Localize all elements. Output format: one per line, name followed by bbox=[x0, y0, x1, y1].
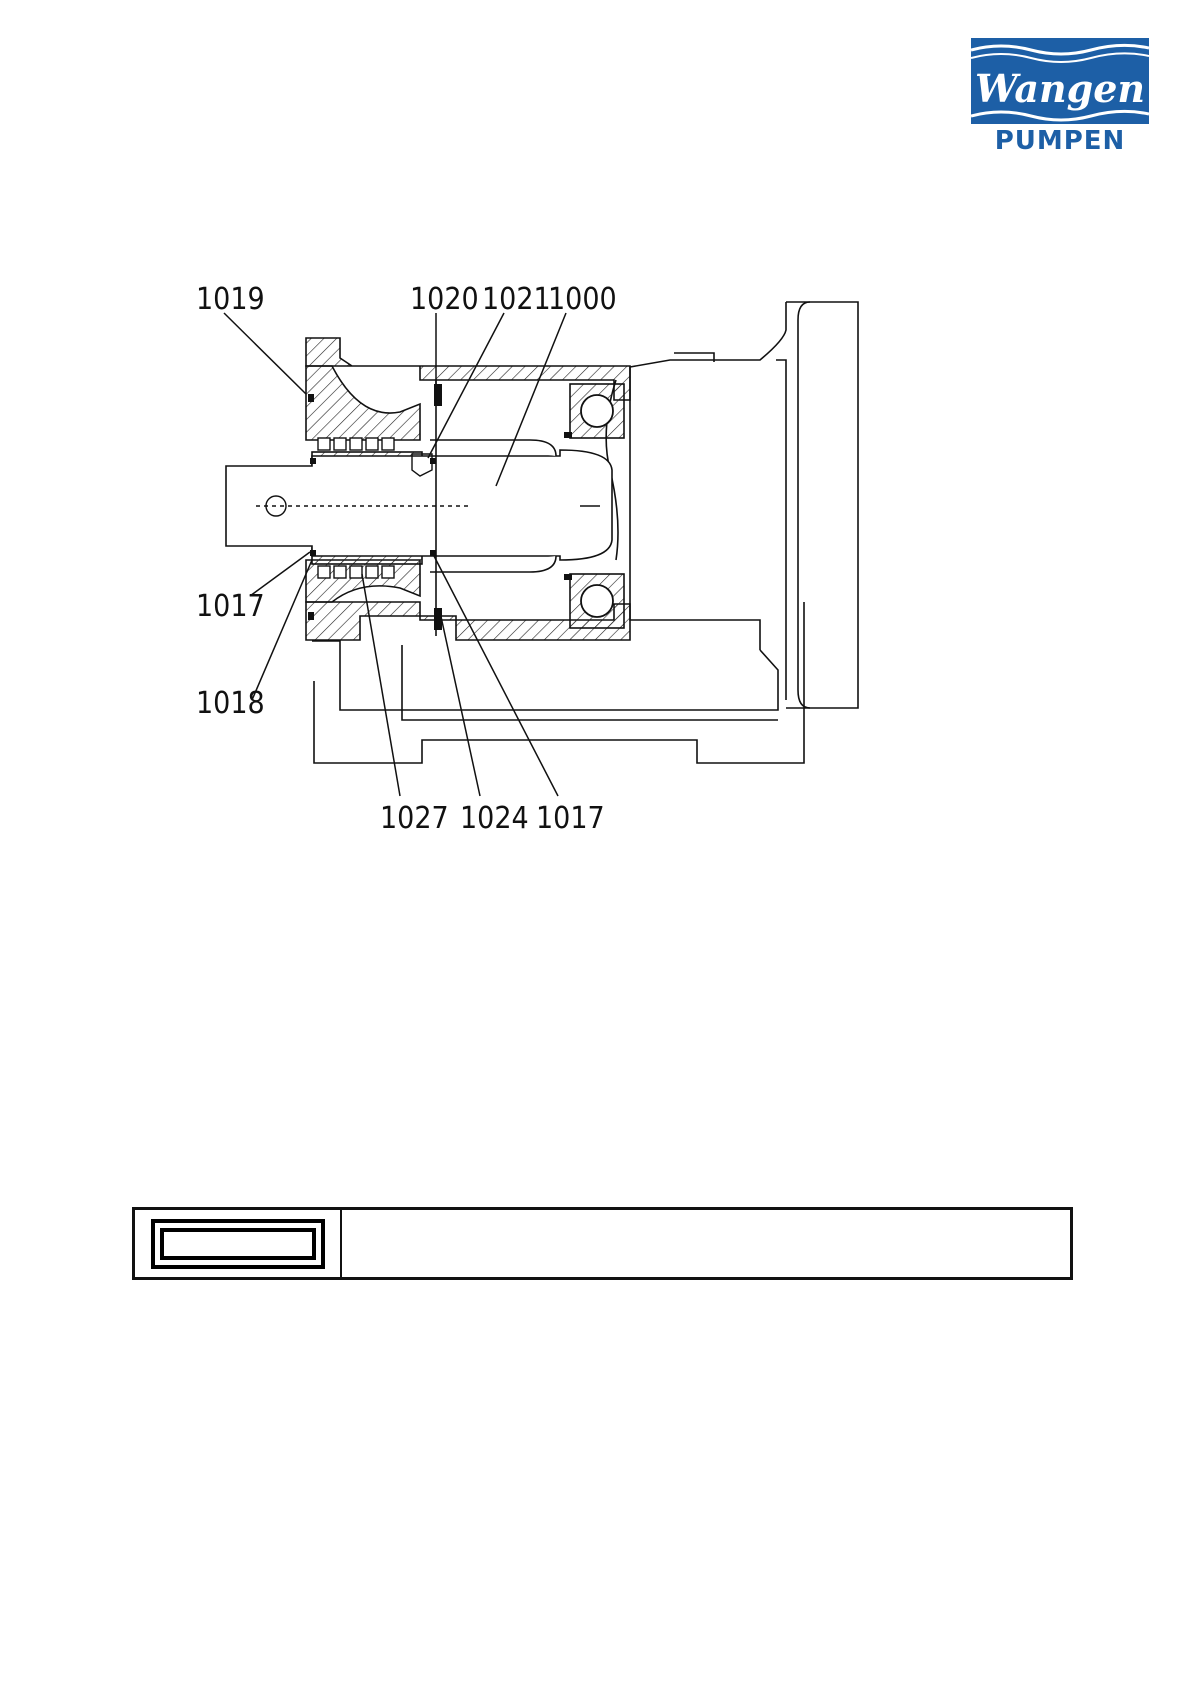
part-label-1020: 1020 bbox=[410, 282, 479, 317]
part-label-1000: 1000 bbox=[548, 282, 617, 317]
notice-box bbox=[132, 1207, 1073, 1280]
notice-symbol-cell bbox=[135, 1210, 342, 1277]
notice-text bbox=[342, 1210, 1070, 1277]
part-label-1021: 1021 bbox=[482, 282, 551, 317]
part-label-1024: 1024 bbox=[460, 801, 529, 836]
part-label-1017: 1017 bbox=[196, 589, 265, 624]
notice-badge-icon bbox=[151, 1219, 325, 1269]
part-label-1018: 1018 bbox=[196, 686, 265, 721]
part-label-1017-bottom: 1017 bbox=[536, 801, 605, 836]
part-label-1019: 1019 bbox=[196, 282, 265, 317]
part-label-1027: 1027 bbox=[380, 801, 449, 836]
